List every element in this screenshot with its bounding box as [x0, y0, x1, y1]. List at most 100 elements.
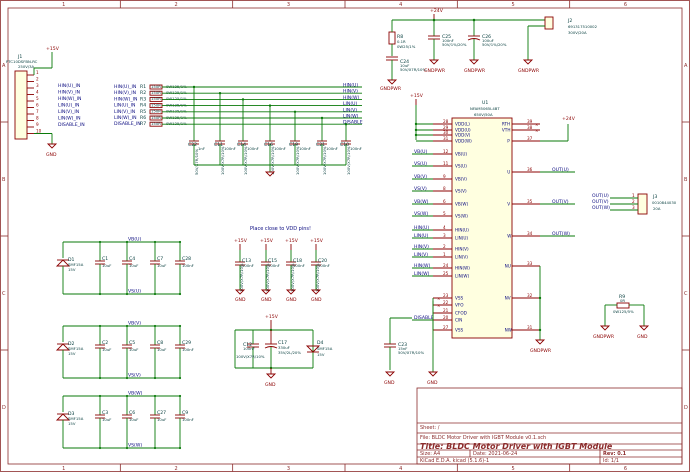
- filter-cap-ref: C16: [264, 142, 273, 148]
- gnd-vdd-cap: GND: [311, 297, 322, 303]
- c17-val: 330uF: [278, 345, 290, 350]
- input-net-label: LIN(W)_IN: [114, 115, 137, 121]
- input-resistor-value: 150R: [151, 96, 161, 101]
- output-net-label: HIN(U): [343, 83, 358, 89]
- gnd-u1: GND: [427, 380, 438, 386]
- u1-left-pin-name: HIN(V): [455, 247, 469, 252]
- filter-cap-ref: C22: [188, 142, 197, 148]
- j3-net-label: OUT(W): [592, 205, 610, 211]
- gndpwr-nw: GNDPWR: [530, 348, 552, 354]
- u1-part: NFAM5065L4BT: [470, 106, 500, 111]
- j1-rating: 250V/3A: [18, 64, 35, 69]
- row-label-right: A: [684, 63, 688, 69]
- bootstrap-cap-value: 10uF: [129, 263, 138, 268]
- r8-spec: 0W25/1%: [397, 44, 416, 49]
- c24-val: 10uF: [400, 63, 409, 68]
- u1-vdd-feed: +15V +24V GNDPWR R9 0R 0W125/5% GNDPWR G…: [384, 93, 650, 386]
- bootstrap-cap-ref: C6: [129, 410, 135, 416]
- filter-cap-spec: 50V/X7R/10%: [194, 149, 199, 175]
- u1-right-pin-name: RTH: [502, 122, 510, 127]
- vcc15-vdd-cap: +15V: [310, 238, 324, 244]
- input-net-label: DISABLE_IN: [114, 121, 141, 127]
- filter-cap-spec: 100V/X7R/10%: [322, 146, 327, 175]
- input-resistor-value: 150R: [151, 109, 161, 114]
- input-resistor-package: 0W125/1%: [166, 102, 187, 107]
- bootstrap-vb-label: VB(U): [128, 237, 141, 243]
- col-label-bottom: 6: [624, 466, 627, 472]
- u1-net-label: VS(W): [414, 211, 428, 217]
- u1-right-pin-name: V: [507, 202, 510, 207]
- vdd-cap-value: 100nF: [293, 263, 305, 268]
- bootstrap-cap-value: 10uF: [157, 417, 166, 422]
- j1-net-label: LIN(U)_IN: [58, 103, 79, 109]
- col-label-top: 6: [624, 2, 627, 8]
- bootstrap-cap-ref: C3: [102, 410, 108, 416]
- r8-ref: R8: [397, 34, 403, 40]
- vcc15-vdd-cap: +15V: [285, 238, 299, 244]
- input-resistor-ref: R3: [140, 96, 146, 102]
- u1-left-pin-number: 3: [443, 233, 446, 238]
- j1-net-label: HIN(V)_IN: [58, 90, 80, 96]
- j1-net-label: LIN(W)_IN: [58, 116, 81, 122]
- u1-left-pin-number: 29: [443, 125, 449, 130]
- gnd-vdd-cap: GND: [235, 297, 246, 303]
- r9-val: 0R: [620, 298, 625, 303]
- col-label-bottom: 2: [175, 466, 178, 472]
- r8-val: 0.1R: [397, 39, 406, 44]
- diode-part: SMF15A: [68, 416, 84, 421]
- u1-ref: U1: [482, 100, 488, 106]
- vdd-cap-ref: C13: [242, 258, 251, 264]
- u1-left-pin-number: 30: [443, 130, 449, 135]
- input-resistor-package: 0W125/1%: [166, 121, 187, 126]
- c17-ref: C17: [278, 340, 287, 346]
- c26-ref: C26: [482, 34, 491, 40]
- filter-cap-spec: 100V/X7R/10%: [295, 146, 300, 175]
- filter-cap-spec: 100V/X7R/10%: [346, 146, 351, 175]
- r9-spec: 0W125/5%: [613, 309, 634, 314]
- bulk-vdd-group: +15V C12 100nF 100V/X7R/10% C17 330uF 35…: [234, 314, 333, 388]
- filter-cap-value: 100nF: [299, 146, 311, 151]
- bootstrap-cap-ref: C4: [129, 256, 135, 262]
- col-label-top: 4: [399, 2, 402, 8]
- j3-net-label: OUT(U): [592, 193, 609, 199]
- igbt-module-u1: U1 NFAM5065L4BT 650V/50A VDD(L)28VDD(U)2…: [390, 100, 575, 339]
- bootstrap-vs-label: VS(U): [128, 289, 141, 295]
- diode-part: SMF15A: [68, 346, 84, 351]
- bootstrap-cap-ref: C29: [182, 340, 191, 346]
- filter-cap-value: 100nF: [247, 146, 259, 151]
- tb-rev: Rev: 0.1: [603, 451, 627, 457]
- u1-left-pin-number: 9: [443, 174, 446, 179]
- col-label-bottom: 4: [399, 466, 402, 472]
- vdd-cap-spec: 100V/X7R/10%: [265, 263, 270, 292]
- u1-left-pin-number: 24: [443, 263, 449, 268]
- j3-pin-number: 3: [632, 205, 635, 210]
- vdd-cap-value: 100nF: [242, 263, 254, 268]
- input-resistor-value: 150R: [151, 90, 161, 95]
- output-net-label: LIN(V): [343, 107, 357, 113]
- gnd-symbol: [260, 289, 272, 295]
- bootstrap-cap-value: 10uF: [129, 347, 138, 352]
- u1-left-pin-name: VS(V): [455, 189, 467, 194]
- u1-left-pin-number: 2: [443, 244, 446, 249]
- u1-left-pin-name: LIN(U): [455, 236, 468, 241]
- filter-cap-ref: C21: [316, 142, 325, 148]
- row-label-left: D: [2, 405, 6, 411]
- c12-spec: 100V/X7R/10%: [236, 354, 265, 359]
- u1-left-pin-name: VB(W): [455, 202, 469, 207]
- u1-left-pin-name: VS(W): [455, 214, 468, 219]
- j1-pin-number: 5: [36, 96, 39, 101]
- bootstrap-cap-ref: C9: [182, 410, 188, 416]
- u1-left-pin-number: 1: [443, 252, 446, 257]
- vcc15-vdd-cap: +15V: [234, 238, 248, 244]
- c24-ref: C24: [400, 59, 409, 65]
- tb-title: Title: BLDC Motor Driver with IGBT Modul…: [420, 442, 613, 451]
- u1-left-pin-number: 25: [443, 271, 449, 276]
- bootstrap-cap-ref: C1: [102, 256, 108, 262]
- tb-sheet: Sheet: /: [420, 425, 440, 431]
- filter-cap-ref: C10: [340, 142, 349, 148]
- j3-pin-number: 2: [632, 199, 635, 204]
- diode-voltage: 15V: [68, 421, 76, 426]
- c12-val: 100nF: [243, 346, 255, 351]
- nc-mark: ×: [535, 122, 539, 127]
